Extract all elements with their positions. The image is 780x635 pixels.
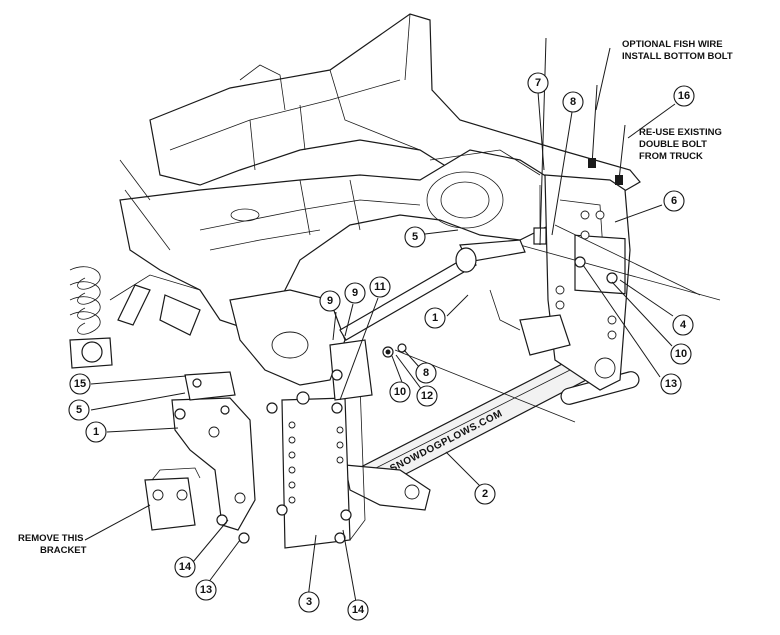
svg-text:8: 8 bbox=[423, 367, 429, 379]
svg-text:9: 9 bbox=[352, 287, 358, 299]
callout-10-mid: 10 bbox=[389, 381, 411, 403]
callout-6: 6 bbox=[663, 190, 685, 212]
bolt-16-head bbox=[615, 175, 623, 185]
callout-12: 12 bbox=[416, 385, 438, 407]
svg-text:2: 2 bbox=[482, 488, 488, 500]
svg-text:14: 14 bbox=[179, 561, 192, 573]
callout-5-center: 5 bbox=[404, 226, 426, 248]
svg-text:10: 10 bbox=[675, 348, 687, 360]
note-remove-bracket: REMOVE THIS BRACKET bbox=[18, 533, 87, 556]
callout-5-left: 5 bbox=[68, 399, 90, 421]
svg-text:8: 8 bbox=[570, 96, 576, 108]
sway-bar bbox=[339, 239, 526, 341]
svg-text:15: 15 bbox=[74, 378, 86, 390]
svg-text:1: 1 bbox=[432, 312, 438, 324]
svg-text:5: 5 bbox=[412, 231, 418, 243]
svg-text:14: 14 bbox=[352, 604, 365, 616]
svg-text:6: 6 bbox=[671, 195, 677, 207]
fish-wire-top bbox=[591, 84, 598, 166]
callout-3: 3 bbox=[298, 591, 320, 613]
svg-text:11: 11 bbox=[374, 281, 386, 293]
left-mount-plate bbox=[171, 371, 256, 544]
remove-note-line2: BRACKET bbox=[40, 545, 87, 556]
note-fish-wire: OPTIONAL FISH WIRE INSTALL BOTTOM BOLT bbox=[622, 39, 733, 62]
callout-9-a: 9 bbox=[319, 290, 341, 312]
center-bolt-stack bbox=[382, 343, 576, 423]
reuse-note-line2: DOUBLE BOLT bbox=[639, 139, 707, 150]
center-mount-plate bbox=[266, 339, 373, 549]
fish-wire-bolt bbox=[588, 158, 596, 168]
svg-text:13: 13 bbox=[665, 378, 677, 390]
note-reuse-bolt: RE-USE EXISTING DOUBLE BOLT FROM TRUCK bbox=[639, 127, 722, 162]
svg-text:5: 5 bbox=[76, 404, 82, 416]
svg-text:4: 4 bbox=[680, 319, 687, 331]
svg-text:16: 16 bbox=[678, 90, 690, 102]
svg-text:12: 12 bbox=[421, 390, 433, 402]
svg-text:9: 9 bbox=[327, 295, 333, 307]
svg-text:3: 3 bbox=[306, 596, 312, 608]
callout-8-top: 8 bbox=[562, 91, 584, 113]
fish-wire-note-line1: OPTIONAL FISH WIRE bbox=[622, 39, 723, 50]
svg-text:10: 10 bbox=[394, 386, 406, 398]
callout-10-right: 10 bbox=[670, 343, 692, 365]
reuse-note-line3: FROM TRUCK bbox=[639, 151, 703, 162]
bolt-16-shaft bbox=[618, 124, 626, 181]
callout-2: 2 bbox=[474, 483, 496, 505]
callout-8-mid: 8 bbox=[415, 362, 437, 384]
leader-lines bbox=[84, 47, 676, 603]
callout-16: 16 bbox=[673, 85, 695, 107]
right-mount-bracket bbox=[519, 174, 721, 391]
fish-wire-note-line2: INSTALL BOTTOM BOLT bbox=[622, 51, 733, 62]
callout-4: 4 bbox=[672, 314, 694, 336]
callout-1-left: 1 bbox=[85, 421, 107, 443]
truck-frame bbox=[69, 13, 641, 386]
svg-text:13: 13 bbox=[200, 584, 212, 596]
callout-11: 11 bbox=[369, 276, 391, 298]
reuse-note-line1: RE-USE EXISTING bbox=[639, 127, 722, 138]
callout-14-left: 14 bbox=[174, 556, 196, 578]
callout-13-right: 13 bbox=[660, 373, 682, 395]
coil-spring bbox=[69, 266, 113, 369]
callout-9-b: 9 bbox=[344, 282, 366, 304]
callout-7: 7 bbox=[527, 72, 549, 94]
svg-text:1: 1 bbox=[93, 426, 99, 438]
removed-bracket bbox=[144, 467, 201, 531]
fish-wire-7 bbox=[539, 37, 547, 246]
crossbar-brand-text: SNOWDOGPLOWS.COM bbox=[388, 408, 504, 474]
svg-text:7: 7 bbox=[535, 77, 541, 89]
callout-15: 15 bbox=[69, 373, 91, 395]
remove-note-line1: REMOVE THIS bbox=[18, 533, 83, 544]
callout-13-bottom: 13 bbox=[195, 579, 217, 601]
callout-14-right: 14 bbox=[347, 599, 369, 621]
callout-1-frame: 1 bbox=[424, 307, 446, 329]
